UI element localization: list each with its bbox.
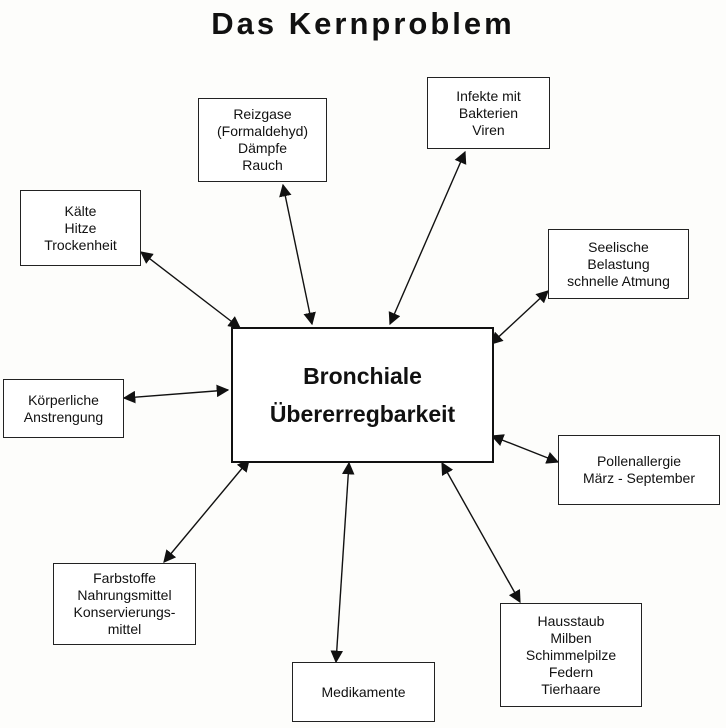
factor-box-farbstoffe: Farbstoffe Nahrungsmittel Konservierungs…: [53, 563, 196, 645]
factor-line: Kälte: [64, 202, 97, 219]
diagram-title: Das Kernproblem: [211, 6, 515, 41]
factor-line: Pollenallergie: [596, 453, 682, 469]
central-box-bronchiale-uebererregbarkeit: Bronchiale Übererregbarkeit: [231, 327, 494, 463]
factor-line: Anstrengung: [23, 408, 104, 425]
arrow-kaelte: [140, 251, 241, 329]
factor-box-reizgase: Reizgase (Formaldehyd) Dämpfe Rauch: [198, 98, 327, 182]
factor-line: Infekte mit: [456, 87, 521, 104]
factor-line: Körperliche: [28, 391, 99, 408]
arrow-infekte: [388, 150, 467, 326]
factor-line: Schimmelpilze: [525, 646, 617, 663]
arrow-reizgase: [279, 183, 316, 326]
factor-box-seelische-belastung: Seelische Belastung schnelle Atmung: [548, 229, 689, 299]
factor-line: Konservierungs-: [73, 604, 176, 620]
factor-line: Hitze: [64, 219, 97, 236]
arrow-farbstoffe: [163, 459, 250, 563]
arrow-seelische: [490, 290, 549, 345]
arrow-hausstaub: [441, 461, 521, 604]
factor-line: März - September: [582, 470, 696, 486]
factor-line: Milben: [550, 629, 592, 646]
factor-line: Viren: [472, 121, 505, 138]
factor-line: Tierhaare: [541, 680, 601, 697]
factor-line: Rauch: [242, 157, 283, 173]
arrow-medikamente: [330, 461, 355, 664]
center-line-1: Bronchiale: [303, 363, 422, 389]
factor-line: Seelische: [588, 238, 649, 255]
factor-line: Reizgase: [233, 106, 292, 122]
factor-line: Hausstaub: [537, 612, 605, 629]
factor-line: Belastung: [587, 255, 650, 272]
factor-box-pollenallergie: Pollenallergie März - September: [558, 435, 720, 505]
factor-line: mittel: [107, 621, 142, 637]
factor-box-hausstaub: Hausstaub Milben Schimmelpilze Federn Ti…: [500, 603, 642, 707]
factor-line: Federn: [548, 663, 594, 680]
factor-box-infekte: Infekte mit Bakterien Viren: [427, 77, 550, 149]
factor-box-kaelte: Kälte Hitze Trockenheit: [20, 190, 141, 266]
factor-line: Nahrungsmittel: [77, 587, 172, 603]
factor-line: (Formaldehyd): [216, 123, 309, 139]
factor-box-medikamente: Medikamente: [292, 662, 435, 722]
factor-line: Farbstoffe: [93, 570, 156, 586]
arrow-koerperliche: [122, 384, 230, 404]
center-line-2: Übererregbarkeit: [269, 401, 456, 427]
factor-line: Dämpfe: [237, 140, 288, 156]
factor-line: schnelle Atmung: [567, 272, 670, 289]
factor-line: Medikamente: [321, 683, 406, 700]
factor-box-koerperliche-anstrengung: Körperliche Anstrengung: [3, 379, 124, 438]
arrow-pollen: [490, 434, 560, 464]
factor-line: Bakterien: [458, 104, 519, 121]
factor-line: Trockenheit: [44, 236, 117, 253]
